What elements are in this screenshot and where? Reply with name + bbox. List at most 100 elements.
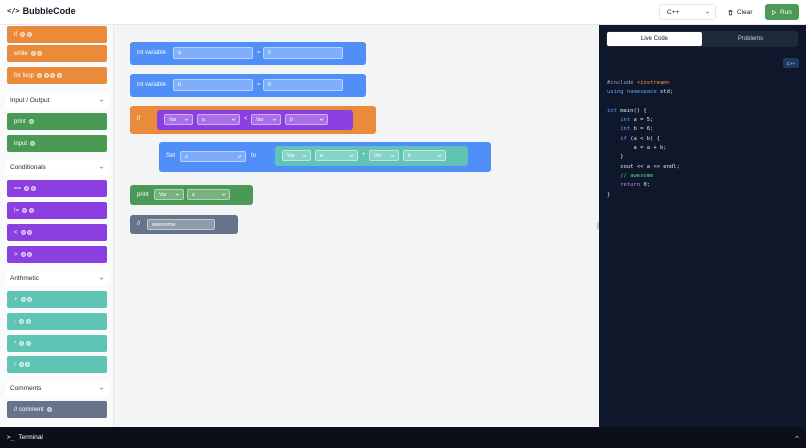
chevron-down-icon bbox=[437, 154, 442, 157]
terminal-bar[interactable]: >_ Terminal bbox=[0, 427, 806, 448]
code-line: #include <iostream> bbox=[607, 79, 680, 88]
palette-block-print[interactable]: print bbox=[7, 113, 107, 130]
left-variable-select[interactable]: a bbox=[197, 114, 240, 125]
code-line bbox=[607, 98, 680, 107]
category-comments[interactable]: Comments bbox=[5, 381, 109, 396]
slot-dots bbox=[24, 186, 36, 191]
trash-icon bbox=[728, 9, 733, 15]
palette-block-equal[interactable]: == bbox=[7, 180, 107, 197]
code-token: (a < b) { bbox=[630, 135, 660, 142]
palette-block-divide[interactable]: / bbox=[7, 356, 107, 373]
left-type-select[interactable]: Var bbox=[164, 114, 193, 125]
app-header: </> BubbleCode C++ Clear Run bbox=[0, 0, 806, 25]
chevron-down-icon bbox=[99, 387, 104, 390]
code-line: cout << a << endl; bbox=[607, 163, 680, 172]
category-arithmetic[interactable]: Arithmetic bbox=[5, 271, 109, 286]
category-conditionals[interactable]: Conditionals bbox=[5, 160, 109, 175]
chevron-down-icon bbox=[319, 118, 324, 121]
right-type-select[interactable]: Var bbox=[251, 114, 281, 125]
chevron-down-icon bbox=[231, 118, 236, 121]
tab-live-code[interactable]: Live Code bbox=[607, 32, 702, 46]
palette-block-multiply[interactable]: * bbox=[7, 335, 107, 352]
code-line: } bbox=[607, 153, 680, 162]
chevron-down-icon bbox=[302, 154, 307, 157]
code-line: } bbox=[607, 191, 680, 200]
logo: </> BubbleCode bbox=[7, 6, 76, 16]
code-line: // awesome bbox=[607, 172, 680, 181]
int-variable-block[interactable]: int variable a = 5 bbox=[130, 42, 366, 65]
right-variable-select[interactable]: b bbox=[285, 114, 328, 125]
workspace-canvas[interactable]: int variable a = 5 int variable b = 6 if… bbox=[114, 25, 599, 427]
code-line: using namespace std; bbox=[607, 88, 680, 97]
slot-dots bbox=[30, 51, 43, 56]
palette-block-if[interactable]: if bbox=[7, 26, 107, 43]
palette-block-comment[interactable]: // comment bbox=[7, 401, 107, 418]
language-badge: C++ bbox=[783, 58, 799, 68]
clear-button-label: Clear bbox=[737, 8, 753, 16]
code-token: using namespace bbox=[607, 89, 660, 96]
code-token: b = 6; bbox=[633, 126, 654, 133]
app-title: BubbleCode bbox=[22, 6, 76, 16]
left-variable-select[interactable]: a bbox=[315, 150, 358, 161]
palette-block-not-equal[interactable]: != bbox=[7, 202, 107, 219]
variable-value-input[interactable]: 5 bbox=[263, 47, 343, 59]
chevron-down-icon bbox=[705, 11, 710, 14]
code-token: a = a + b; bbox=[607, 145, 667, 152]
palette-block-add[interactable]: + bbox=[7, 291, 107, 308]
int-variable-block[interactable]: int variable b = 6 bbox=[130, 74, 366, 97]
chevron-down-icon bbox=[99, 277, 104, 280]
chevron-down-icon bbox=[390, 154, 395, 157]
palette-block-less-than[interactable]: < bbox=[7, 224, 107, 241]
print-block[interactable]: print Var a bbox=[130, 185, 253, 205]
left-type-select[interactable]: Var bbox=[282, 150, 311, 161]
code-token: return bbox=[607, 182, 644, 189]
comment-block[interactable]: // awesome bbox=[130, 215, 238, 234]
print-variable-select[interactable]: a bbox=[187, 189, 230, 200]
right-variable-select[interactable]: b bbox=[403, 150, 446, 161]
target-variable-select[interactable]: a bbox=[180, 151, 246, 162]
if-block[interactable]: if Var a < Var b bbox=[130, 106, 376, 134]
code-token: int bbox=[607, 126, 634, 133]
code-line: int main() { bbox=[607, 107, 680, 116]
run-button[interactable]: Run bbox=[765, 4, 799, 20]
right-type-select[interactable]: Var bbox=[369, 150, 399, 161]
palette-block-subtract[interactable]: - bbox=[7, 313, 107, 330]
chevron-down-icon bbox=[221, 193, 226, 196]
terminal-label: Terminal bbox=[18, 434, 43, 441]
add-expression[interactable]: Var a + Var b bbox=[275, 146, 468, 166]
category-input-output[interactable]: Input / Output bbox=[5, 93, 109, 108]
code-token: if bbox=[607, 135, 631, 142]
code-token: 0; bbox=[643, 182, 651, 189]
chevron-down-icon bbox=[237, 155, 242, 158]
chevron-down-icon bbox=[272, 118, 277, 121]
slot-dots bbox=[28, 119, 34, 124]
slot-dots bbox=[20, 297, 33, 302]
print-type-select[interactable]: Var bbox=[154, 189, 184, 200]
comment-text-input[interactable]: awesome bbox=[147, 219, 215, 230]
code-token: std; bbox=[659, 89, 674, 96]
slot-dots bbox=[20, 32, 32, 37]
less-than-condition[interactable]: Var a < Var b bbox=[157, 110, 353, 130]
code-token: cout << a << endl; bbox=[607, 163, 680, 170]
code-line: a = a + b; bbox=[607, 144, 680, 153]
slot-dots bbox=[46, 407, 52, 412]
palette-block-input[interactable]: input bbox=[7, 135, 107, 152]
clear-button[interactable]: Clear bbox=[722, 4, 759, 20]
code-token: #include bbox=[607, 80, 637, 86]
set-variable-block[interactable]: Set a to Var a + Var b bbox=[159, 142, 491, 172]
code-token: } bbox=[607, 154, 624, 161]
palette-block-for-loop[interactable]: for loop bbox=[7, 67, 107, 84]
generated-code: #include <iostream>using namespace std; i… bbox=[607, 79, 680, 200]
slot-dots bbox=[19, 319, 31, 324]
tab-problems[interactable]: Problems bbox=[737, 36, 764, 42]
variable-name-input[interactable]: a bbox=[173, 47, 253, 59]
code-line: return 0; bbox=[607, 181, 680, 190]
palette-block-while[interactable]: while bbox=[7, 45, 107, 62]
variable-value-input[interactable]: 6 bbox=[263, 79, 343, 91]
palette-block-greater-than[interactable]: > bbox=[7, 246, 107, 263]
chevron-down-icon bbox=[349, 154, 354, 157]
slot-dots bbox=[20, 252, 33, 257]
variable-name-input[interactable]: b bbox=[173, 79, 253, 91]
language-select[interactable]: C++ bbox=[659, 4, 716, 20]
chevron-up-icon[interactable] bbox=[794, 434, 800, 440]
